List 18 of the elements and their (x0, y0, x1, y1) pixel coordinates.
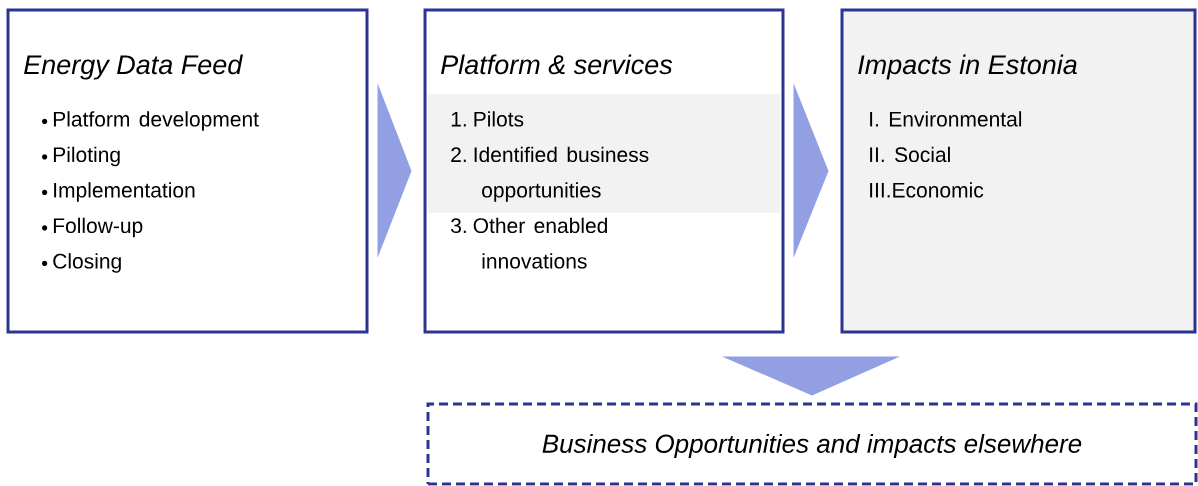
list-item: III.Economic (870, 182, 984, 198)
box-heading: Platform & services (441, 54, 673, 75)
list-item: Implementation (54, 182, 195, 202)
arrow (377, 83, 412, 258)
list-item: I. Environmental (870, 111, 1022, 127)
list-item: II. Social (870, 146, 950, 163)
list-item: 3. Other enabled innovations (451, 217, 607, 269)
list-item: Piloting (53, 146, 120, 167)
list-item: Platform development (53, 111, 259, 131)
list-item: 1. Pilots (451, 111, 524, 127)
list-item: 2. Identified business opportunities (451, 146, 649, 202)
arrow (722, 356, 900, 396)
list-item: Follow-up (53, 217, 143, 238)
box-heading: Business Opportunities and impacts elsewhere (542, 433, 1082, 459)
list-item: Closing (53, 253, 121, 273)
arrow (793, 83, 829, 258)
box-heading: Impacts in Estonia (858, 54, 1077, 80)
box-heading: Energy Data Feed (24, 54, 243, 80)
